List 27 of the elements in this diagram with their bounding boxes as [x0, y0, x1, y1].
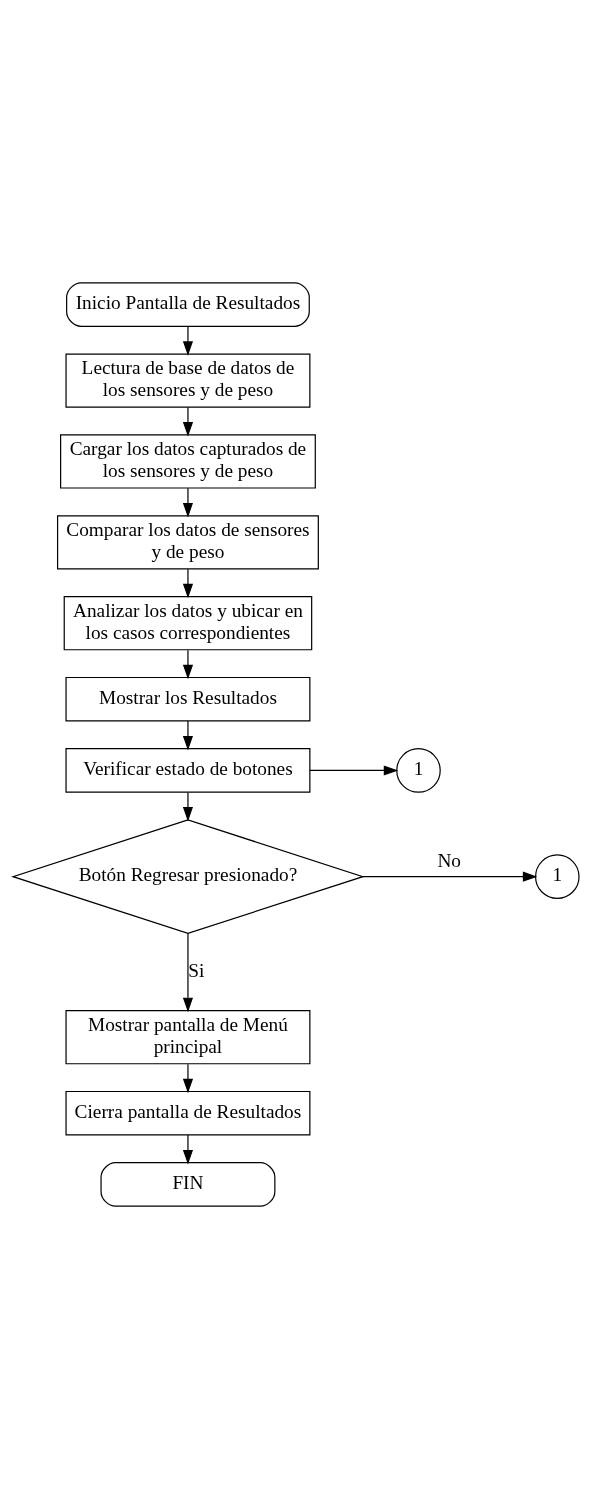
node-box: Lectura de base de datos de los sensores y de peso	[65, 352, 311, 408]
edge-label: Si	[188, 959, 205, 981]
node-circle: 1	[534, 853, 580, 899]
arrow	[182, 325, 194, 356]
node-diamond: Botón Regresar presionado?	[11, 818, 365, 934]
node-box: Comparar los datos de sensores y de peso	[57, 514, 319, 569]
arrow	[182, 1063, 194, 1093]
arrow	[182, 487, 194, 517]
node-box: Cargar los datos capturados de los sensores y de peso	[60, 433, 316, 489]
arrow	[362, 871, 538, 882]
node-box: FIN	[100, 1161, 276, 1207]
node-box: Verificar estado de botones	[65, 747, 311, 793]
node-box: Inicio Pantalla de Resultados	[66, 281, 310, 327]
arrow	[182, 932, 194, 1012]
edge-label: No	[437, 849, 462, 871]
node-box: Mostrar pantalla de Menú principal	[65, 1009, 311, 1064]
arrow	[309, 764, 399, 776]
arrow	[182, 649, 194, 679]
arrow	[182, 568, 194, 598]
arrow	[182, 791, 194, 821]
node-box: Mostrar los Resultados	[65, 676, 311, 722]
node-box: Analizar los datos y ubicar en los casos correspondientes	[63, 595, 313, 650]
node-circle: 1	[396, 747, 441, 793]
arrow	[182, 406, 194, 437]
node-box: Cierra pantalla de Resultados	[65, 1090, 311, 1136]
arrow	[182, 719, 194, 750]
arrow	[182, 1133, 194, 1164]
